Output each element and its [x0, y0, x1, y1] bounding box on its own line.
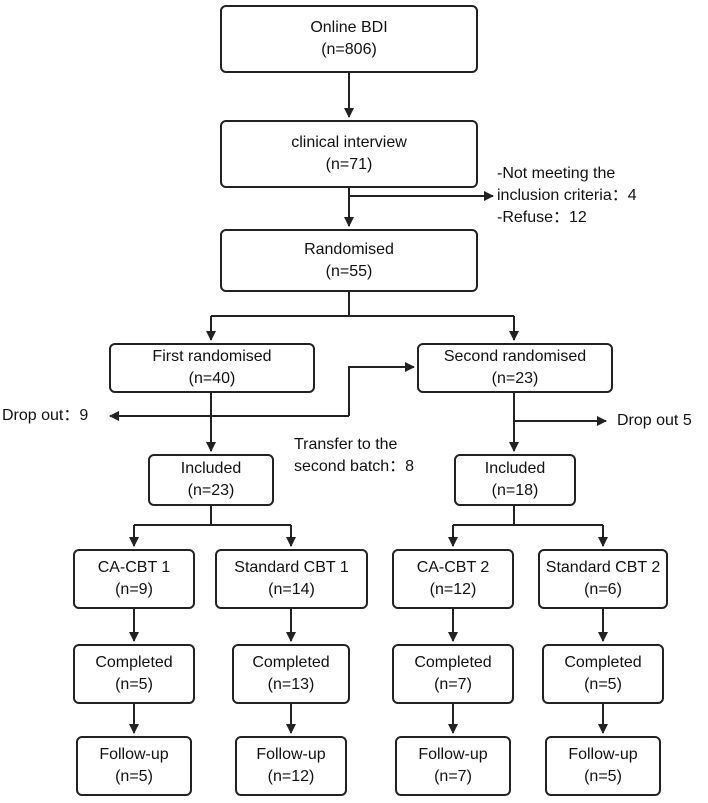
box-count: (n=55)	[325, 262, 373, 280]
box-standard-cbt-1: Standard CBT 1 (n=14)	[215, 549, 368, 609]
box-included-first: Included (n=23)	[148, 454, 274, 506]
box-title: clinical interview	[291, 134, 407, 151]
box-title: Included	[180, 460, 242, 477]
box-count: (n=12)	[429, 581, 477, 598]
drop-out-first-label: Drop out：9	[2, 407, 89, 424]
box-count: (n=6)	[584, 581, 622, 598]
box-followup-ca-cbt-1: Follow-up (n=5)	[76, 736, 192, 796]
box-online-bdi: Online BDI (n=806)	[220, 5, 478, 73]
box-completed-ca-cbt-1: Completed (n=5)	[73, 644, 195, 704]
transfer-note-line: second batch：8	[294, 458, 415, 475]
box-count: (n=806)	[321, 41, 377, 58]
drop-out-second-label: Drop out 5	[617, 412, 692, 429]
box-first-randomised: First randomised (n=40)	[109, 343, 315, 393]
box-title: Online BDI	[310, 19, 388, 36]
box-count: (n=9)	[115, 581, 153, 598]
box-title: Standard CBT 1	[234, 559, 349, 576]
box-second-randomised: Second randomised (n=23)	[417, 343, 613, 393]
box-followup-standard-cbt-2: Follow-up (n=5)	[545, 736, 661, 796]
box-count: (n=23)	[491, 370, 539, 387]
box-followup-standard-cbt-1: Follow-up (n=12)	[235, 736, 347, 796]
box-title: Completed	[252, 654, 330, 671]
box-title: Included	[484, 460, 546, 477]
drop-out-first-note: Drop out：9	[2, 405, 88, 427]
box-count: (n=7)	[434, 768, 472, 785]
box-title: Randomised	[304, 240, 394, 258]
transfer-note-line: Transfer to the	[294, 436, 398, 453]
box-count: (n=5)	[115, 676, 153, 693]
box-ca-cbt-1: CA-CBT 1 (n=9)	[73, 549, 195, 609]
box-count: (n=5)	[115, 768, 153, 785]
box-included-second: Included (n=18)	[454, 454, 576, 506]
box-completed-standard-cbt-2: Completed (n=5)	[542, 644, 664, 704]
drop-out-second-note: Drop out 5	[617, 410, 692, 432]
box-count: (n=14)	[268, 581, 315, 598]
box-clinical-interview: clinical interview (n=71)	[220, 120, 478, 188]
box-count: (n=71)	[325, 156, 373, 173]
box-title: Completed	[95, 654, 173, 671]
exclusion-note: -Not meeting the inclusion criteria：4 -R…	[497, 163, 637, 229]
box-title: Completed	[564, 654, 642, 671]
box-title: CA-CBT 2	[416, 559, 490, 576]
box-title: Follow-up	[99, 746, 169, 763]
box-count: (n=5)	[584, 676, 622, 693]
box-count: (n=5)	[584, 768, 622, 785]
exclusion-note-line: -Not meeting the	[497, 165, 616, 182]
transfer-note: Transfer to the second batch：8	[294, 434, 414, 478]
box-ca-cbt-2: CA-CBT 2 (n=12)	[392, 549, 514, 609]
box-standard-cbt-2: Standard CBT 2 (n=6)	[538, 549, 668, 609]
box-title: CA-CBT 1	[97, 559, 171, 576]
box-title: Follow-up	[256, 746, 326, 763]
box-title: Completed	[414, 654, 492, 671]
box-count: (n=23)	[187, 482, 235, 499]
exclusion-note-line: -Refuse：12	[497, 209, 587, 226]
box-count: (n=40)	[188, 370, 236, 387]
box-title: Follow-up	[568, 746, 638, 763]
box-randomised: Randomised (n=55)	[220, 229, 478, 292]
box-followup-ca-cbt-2: Follow-up (n=7)	[395, 736, 511, 796]
box-title: First randomised	[152, 348, 272, 365]
box-completed-standard-cbt-1: Completed (n=13)	[232, 644, 350, 704]
box-title: Second randomised	[443, 348, 587, 365]
exclusion-note-line: inclusion criteria：4	[497, 187, 637, 204]
arrow-transfer-second-batch	[348, 362, 415, 416]
box-title: Standard CBT 2	[545, 559, 661, 576]
box-completed-ca-cbt-2: Completed (n=7)	[392, 644, 514, 704]
box-count: (n=13)	[267, 676, 315, 693]
box-count: (n=7)	[434, 676, 472, 693]
box-title: Follow-up	[418, 746, 488, 763]
box-count: (n=12)	[267, 768, 315, 785]
box-count: (n=18)	[491, 482, 539, 499]
